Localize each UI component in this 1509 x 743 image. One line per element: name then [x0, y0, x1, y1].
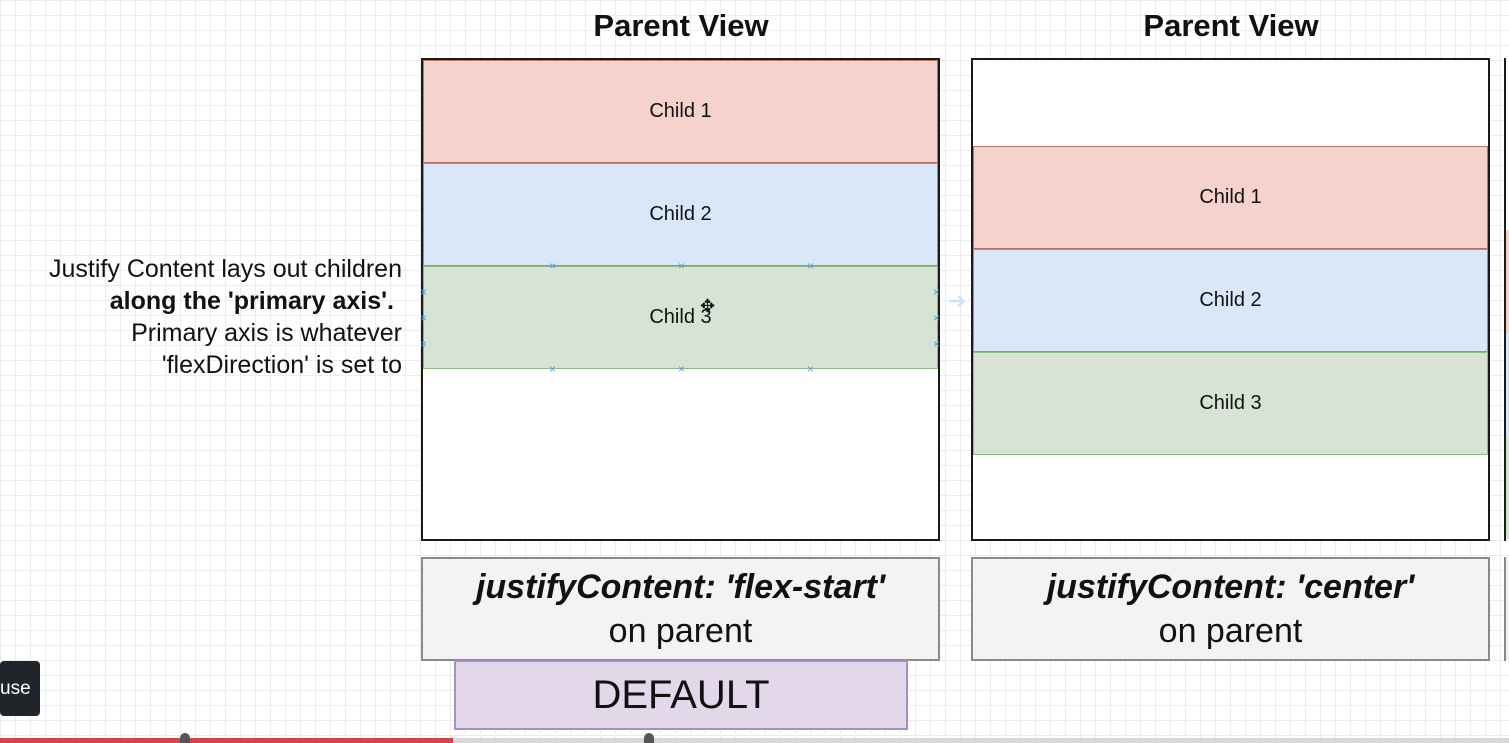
scrubber-marker-icon[interactable]: [180, 733, 190, 743]
panel-2-child-3[interactable]: Child 3: [973, 352, 1488, 455]
panel-2-caption: justifyContent: 'center' on parent: [971, 557, 1490, 661]
panel-1-caption-sub: on parent: [608, 612, 753, 650]
selection-handle-icon[interactable]: ×: [549, 259, 557, 273]
selection-handle-icon[interactable]: ×: [807, 362, 815, 376]
panel-3-child-2-partial: [1506, 333, 1509, 436]
pause-button[interactable]: use: [0, 661, 40, 716]
selection-handle-icon[interactable]: ×: [678, 362, 686, 376]
panel-2-caption-sub: on parent: [1158, 612, 1303, 650]
panel-3-partial: [1504, 58, 1509, 541]
panel-1-caption-code: justifyContent: 'flex-start': [475, 568, 886, 606]
selection-handle-icon[interactable]: ×: [933, 285, 941, 299]
description-text: Justify Content lays out children along …: [2, 253, 402, 381]
panel-1-parent-view: Child 1 Child 2 Child 3 × × × × × × × × …: [420, 58, 941, 541]
progress-bar[interactable]: [0, 738, 1509, 743]
panel-2-parent-view: Child 1 Child 2 Child 3: [971, 58, 1490, 541]
description-line-1: Justify Content lays out children: [49, 255, 402, 283]
default-label-box: DEFAULT: [454, 660, 908, 730]
panel-1-child-2[interactable]: Child 2: [423, 163, 938, 266]
panel-3-caption-partial: [1504, 557, 1509, 661]
selection-handle-icon[interactable]: ×: [420, 285, 428, 299]
scrubber-marker-icon[interactable]: [644, 733, 654, 743]
selection-handle-icon[interactable]: ×: [420, 311, 428, 325]
arrow-right-icon: ➜: [948, 288, 967, 313]
selection-handle-icon[interactable]: ×: [549, 362, 557, 376]
selection-handle-icon[interactable]: ×: [807, 259, 815, 273]
selection-handle-icon[interactable]: ×: [420, 337, 428, 351]
panel-1-child-3[interactable]: Child 3: [423, 266, 938, 369]
panel-3-child-3-partial: [1506, 436, 1509, 539]
description-line-2: along the 'primary axis'.: [109, 287, 394, 315]
panel-2-caption-code: justifyContent: 'center': [1046, 568, 1415, 606]
panel-3-child-1-partial: [1506, 230, 1509, 333]
move-cursor-icon: ✥: [700, 296, 716, 316]
selection-handle-icon[interactable]: ×: [933, 337, 941, 351]
description-line-3: Primary axis is whatever: [131, 319, 402, 347]
selection-handle-icon[interactable]: ×: [678, 259, 686, 273]
progress-bar-fill: [0, 738, 453, 743]
panel-2-child-2[interactable]: Child 2: [973, 249, 1488, 352]
description-line-4: 'flexDirection' is set to: [161, 351, 402, 379]
pause-button-label: use: [0, 677, 31, 699]
panel-2-title: Parent View: [1143, 8, 1319, 43]
panel-1-child-1[interactable]: Child 1: [423, 60, 938, 163]
selection-handle-icon[interactable]: ×: [933, 311, 941, 325]
panel-1-caption: justifyContent: 'flex-start' on parent: [421, 557, 940, 661]
panel-1-title: Parent View: [593, 8, 769, 43]
panel-2-child-1[interactable]: Child 1: [973, 146, 1488, 249]
